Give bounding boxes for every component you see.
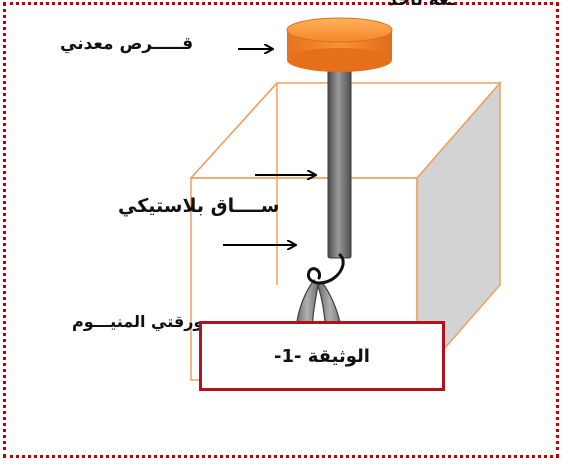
document-caption-box: الوثيقة -1-: [199, 321, 445, 391]
metal-disk: [286, 17, 393, 72]
label-metal-disk: قـــــرص معدني: [60, 34, 194, 54]
document-frame: [3, 2, 559, 458]
document-caption: الوثيقة -1-: [274, 345, 370, 367]
box-back-edges: [190, 82, 278, 285]
label-plastic-rod: ســــاق بلاستيكي: [118, 195, 280, 217]
plastic-rod: [327, 67, 352, 259]
connecting-wire: [306, 253, 345, 285]
label-aluminium-leaves: ورقتي المنيـــوم: [72, 312, 204, 331]
cut-off-heading-text: ـعة تأخذ: [388, 0, 455, 10]
